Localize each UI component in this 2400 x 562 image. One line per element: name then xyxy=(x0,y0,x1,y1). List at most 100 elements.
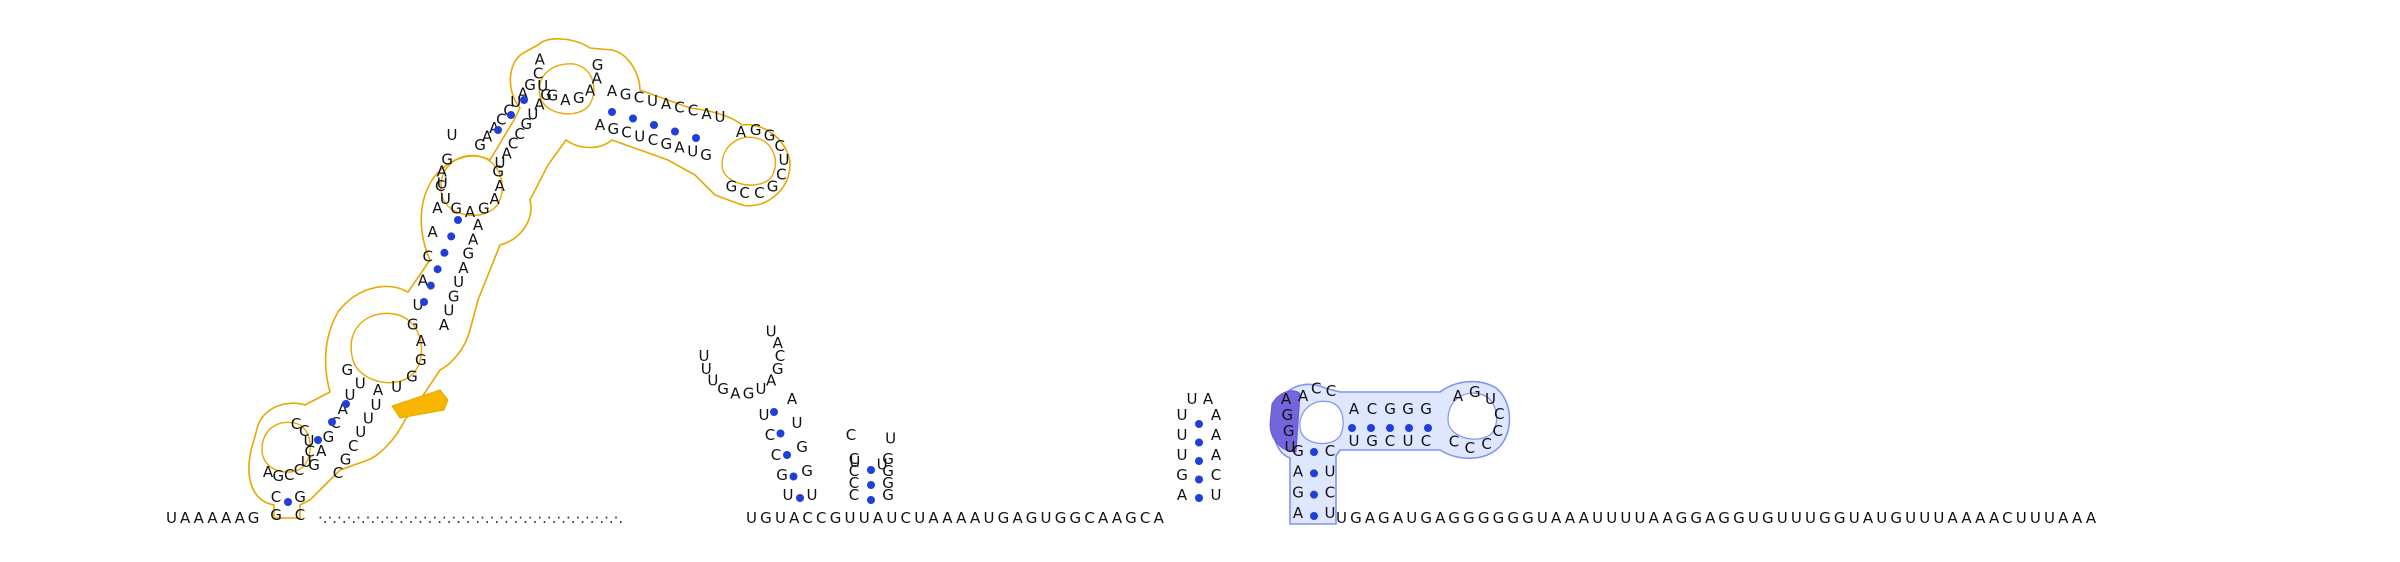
nt-letter: U xyxy=(453,273,464,291)
nt-letter: A xyxy=(1349,400,1360,418)
nt-letter: G xyxy=(448,287,460,305)
nt-letter: U xyxy=(363,410,374,428)
nt-letter: U xyxy=(1177,426,1188,444)
nt-letter: C xyxy=(514,125,524,143)
nt-letter: A xyxy=(585,81,596,99)
orange-inner-loop-2 xyxy=(350,312,423,384)
sequence-left-segment: UAAAAAG xyxy=(166,509,262,527)
base-pair-dot xyxy=(608,108,616,116)
sequence-middle-segment: UGUACCGUUAUCUAAAAUGAGUGGCAAGCA xyxy=(746,509,1167,527)
nt-letter: C xyxy=(1325,442,1335,460)
nt-letter: G xyxy=(750,121,762,139)
nt-letter: C xyxy=(1211,466,1221,484)
nt-letter: C xyxy=(295,506,305,524)
nt-letter: G xyxy=(1292,483,1304,501)
nt-letter: G xyxy=(441,150,453,168)
nt-letter: C xyxy=(1493,422,1503,440)
nt-letter: U xyxy=(715,108,726,126)
nt-letter: A xyxy=(1293,504,1304,522)
nt-letter: A xyxy=(416,332,427,350)
base-pair-dot xyxy=(328,418,336,426)
nt-letter: C xyxy=(294,461,304,479)
base-pair-dot xyxy=(1367,424,1375,432)
nt-letter: U xyxy=(1325,504,1336,522)
base-pair-dot xyxy=(783,451,791,459)
nt-letter: G xyxy=(273,467,285,485)
nt-letter: A xyxy=(1293,463,1304,481)
base-pair-dot xyxy=(420,298,428,306)
nt-letter: A xyxy=(607,82,618,100)
nt-letter: U xyxy=(437,175,448,193)
base-pair-dot xyxy=(342,400,350,408)
nt-letter: C xyxy=(648,131,658,149)
nt-letter: A xyxy=(518,85,529,103)
nt-letter: U xyxy=(687,142,698,160)
nt-letter: A xyxy=(418,272,429,290)
nt-letter: G xyxy=(520,115,532,133)
nt-letter: C xyxy=(765,426,775,444)
nt-letter: U xyxy=(877,455,888,473)
base-pair-dot xyxy=(692,134,700,142)
nt-letter: C xyxy=(1449,432,1459,450)
nt-letter: A xyxy=(427,223,438,241)
sequence-baseline: UAAAAAG ·.·.·.·.·.·.·.·.·.·.·.·.·.·.·.·.… xyxy=(166,509,2096,527)
nt-letter: U xyxy=(1403,432,1414,450)
nt-letter: G xyxy=(340,450,352,468)
base-pair-dot xyxy=(440,248,449,257)
nt-letter: A xyxy=(458,259,469,277)
nt-letter: C xyxy=(1325,483,1335,501)
nt-letter: C xyxy=(435,177,445,195)
nt-letter: C xyxy=(305,443,315,461)
nt-letter: A xyxy=(1211,426,1222,444)
nt-letter: C xyxy=(1385,432,1395,450)
base-pair-dot xyxy=(433,265,442,274)
base-pair-dot xyxy=(629,114,637,123)
nt-letter: G xyxy=(342,361,354,379)
blue-domain xyxy=(1269,380,1511,525)
base-pair-dot xyxy=(789,472,798,481)
base-pair-dot xyxy=(494,126,502,134)
nt-letter: A xyxy=(701,105,712,123)
nt-letter: G xyxy=(726,178,738,196)
nt-letter: G xyxy=(573,89,585,107)
nt-letter: U xyxy=(527,105,538,123)
base-pair-dot xyxy=(867,496,875,504)
nt-letter: G xyxy=(882,450,894,468)
nt-letter: C xyxy=(1465,439,1475,457)
nt-letter: C xyxy=(508,135,518,153)
nt-letter: U xyxy=(355,423,366,441)
nt-letter: A xyxy=(595,116,606,134)
nt-letter: G xyxy=(717,380,729,398)
nt-letter: G xyxy=(323,428,335,446)
nt-letter: C xyxy=(333,464,343,482)
nt-letter: U xyxy=(1325,463,1336,481)
orange-highlight-patch xyxy=(391,389,449,419)
nt-letter: U xyxy=(778,151,789,169)
orange-inner-loop-3 xyxy=(440,154,503,216)
nt-letter: U xyxy=(807,486,818,504)
base-pair-dot xyxy=(650,121,658,129)
nt-letter: A xyxy=(473,216,484,234)
nt-letter: U xyxy=(792,414,803,432)
nt-letter: G xyxy=(474,136,486,154)
nt-letter: U xyxy=(1211,486,1222,504)
nt-letter: G xyxy=(1292,442,1304,460)
nt-letter: G xyxy=(796,438,808,456)
nt-letter: U xyxy=(537,77,548,95)
nt-letter: C xyxy=(422,247,432,265)
orange-inner-loop-4 xyxy=(538,63,595,115)
nt-letter: A xyxy=(1177,486,1188,504)
nt-letter: G xyxy=(406,367,418,385)
nt-letter: U xyxy=(647,92,658,110)
nt-letter: U xyxy=(701,360,712,378)
nt-letter: U xyxy=(885,429,896,447)
nt-letter: G xyxy=(743,384,755,402)
nt-letter: G xyxy=(772,360,784,378)
nt-letter: G xyxy=(524,76,536,94)
nt-letter: C xyxy=(688,102,698,120)
nt-letter: G xyxy=(1282,406,1294,424)
nt-letter: G xyxy=(882,462,894,480)
nt-letter: C xyxy=(1494,405,1504,423)
